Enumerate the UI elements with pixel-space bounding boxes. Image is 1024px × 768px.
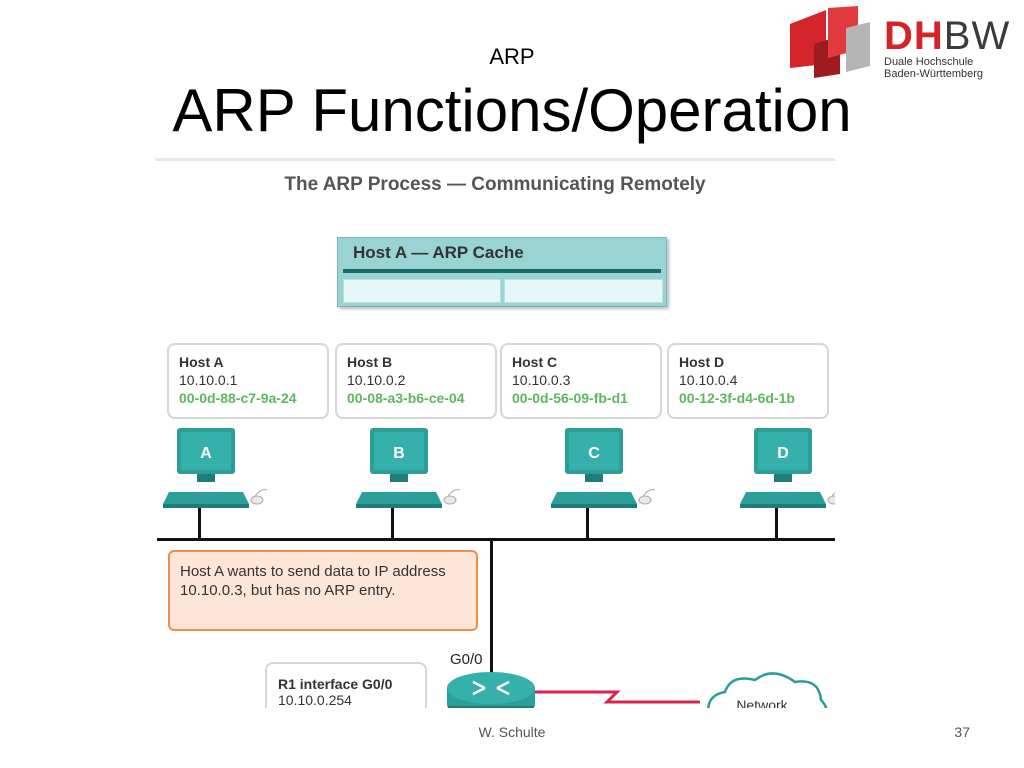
- host-a-info-box: Host A 10.10.0.1 00-0d-88-c7-9a-24: [167, 343, 329, 419]
- r1-box-clip: R1 interface G0/0 10.10.0.254: [155, 640, 835, 708]
- r1-info-box: [265, 662, 427, 708]
- logo-subtitle-line1: Duale Hochschule: [884, 56, 974, 68]
- host-a-computer-label: A: [200, 445, 212, 462]
- message-callout: [168, 550, 478, 631]
- host-d-info-box: Host D 10.10.0.4 00-12-3f-d4-6d-1b: [667, 343, 829, 419]
- host-a-name: Host A: [179, 354, 224, 370]
- host-b-info-box: Host B 10.10.0.2 00-08-a3-b6-ce-04: [335, 343, 497, 419]
- arp-cache-cell-ip: [343, 279, 501, 303]
- message-text: Host A wants to send data to IP address …: [180, 563, 446, 599]
- host-b-computer-icon: B: [355, 427, 461, 509]
- host-b-name: Host B: [347, 354, 393, 370]
- logo-wordmark: DHBW: [884, 14, 1010, 59]
- r1-box-ip: 10.10.0.254: [278, 692, 352, 708]
- host-d-mac: 00-12-3f-d4-6d-1b: [679, 390, 795, 406]
- network-cloud-icon: [707, 672, 828, 708]
- lan-bus-line: [157, 538, 835, 541]
- host-a-mac: 00-0d-88-c7-9a-24: [179, 390, 297, 406]
- host-a-computer-icon: A: [162, 427, 268, 509]
- host-c-mac: 00-0d-56-09-fb-d1: [512, 390, 628, 406]
- network-topology: A B C D Network: [157, 427, 835, 708]
- host-b-mac: 00-08-a3-b6-ce-04: [347, 390, 465, 406]
- host-a-link: [198, 498, 201, 540]
- host-d-link: [775, 498, 778, 540]
- diagram-title: The ARP Process — Communicating Remotely: [284, 174, 706, 195]
- host-c-ip: 10.10.0.3: [512, 372, 571, 388]
- host-a-ip: 10.10.0.1: [179, 372, 238, 388]
- host-c-computer-label: C: [588, 445, 600, 462]
- host-c-name: Host C: [512, 354, 558, 370]
- r1-box-title: R1 interface G0/0: [278, 676, 393, 692]
- logo-wordmark-red: DH: [884, 14, 944, 58]
- logo-subtitle-line2: Baden-Württemberg: [884, 68, 984, 80]
- host-c-info-box: Host C 10.10.0.3 00-0d-56-09-fb-d1: [500, 343, 662, 419]
- host-d-ip: 10.10.0.4: [679, 372, 738, 388]
- host-b-computer-label: B: [393, 445, 405, 462]
- host-b-ip: 10.10.0.2: [347, 372, 406, 388]
- network-cloud-label: Network: [736, 697, 788, 708]
- slide-title: ARP Functions/Operation: [172, 77, 852, 144]
- diagram-top-divider: [155, 158, 835, 161]
- host-b-link: [391, 498, 394, 540]
- arp-cache-header-bar: [343, 269, 661, 273]
- router-interface-label: G0/0: [450, 651, 483, 668]
- router-r1-icon: [447, 672, 535, 708]
- host-d-computer-icon: D: [739, 427, 835, 509]
- dhbw-logo-icon: [790, 6, 870, 78]
- host-d-computer-label: D: [777, 445, 789, 462]
- router-link: [490, 538, 493, 688]
- footer-page-number: 37: [954, 724, 970, 740]
- logo-wordmark-gray: BW: [943, 14, 1011, 58]
- arp-cache-cell-mac: [504, 279, 663, 303]
- serial-link: [535, 690, 700, 704]
- footer-author: W. Schulte: [478, 724, 546, 740]
- slide-section-label: ARP: [489, 44, 535, 69]
- arp-cache-title: Host A — ARP Cache: [353, 243, 524, 262]
- host-c-link: [586, 498, 589, 540]
- host-c-computer-icon: C: [550, 427, 656, 509]
- host-d-name: Host D: [679, 354, 725, 370]
